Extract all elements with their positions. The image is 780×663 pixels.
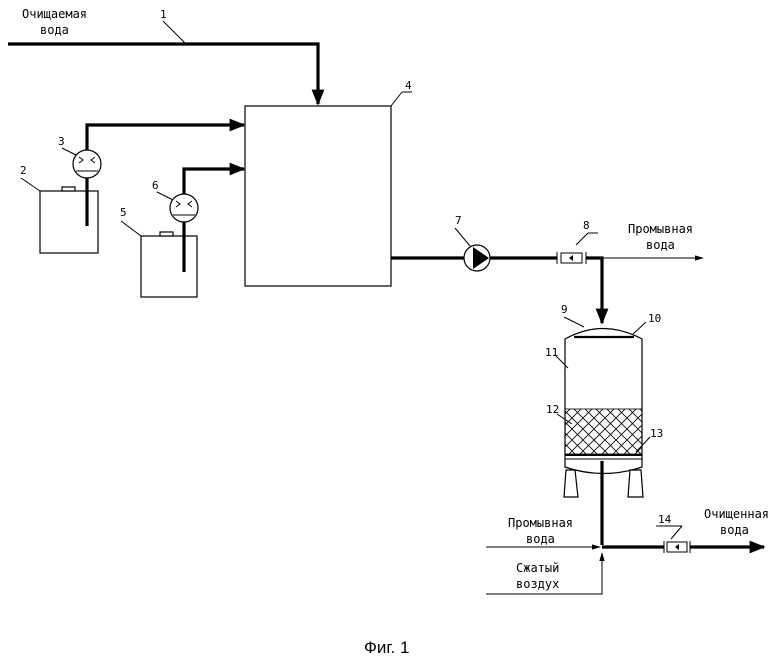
- figure-caption: Фиг. 1: [364, 638, 409, 657]
- valve-14: [664, 541, 690, 553]
- number-11: 11: [545, 346, 558, 359]
- number-1: 1: [160, 8, 167, 21]
- treated-water-label-line2: вода: [720, 523, 749, 537]
- leader-9: [564, 317, 584, 327]
- dosing-line-3: [87, 125, 244, 226]
- reactor-tank: [245, 106, 391, 286]
- dosing-pump-6: [170, 194, 198, 222]
- feed-water-label-line2: вода: [40, 23, 69, 37]
- filter-media-12: [565, 409, 642, 454]
- compressed-air-label-line2: воздух: [516, 577, 559, 591]
- vessel-leg-left: [564, 470, 578, 497]
- feed-water-line: [8, 44, 318, 104]
- wash-water-out-label-line2: вода: [646, 238, 675, 252]
- number-8: 8: [583, 219, 590, 232]
- leader-7: [455, 228, 470, 246]
- number-6: 6: [152, 179, 159, 192]
- number-7: 7: [455, 214, 462, 227]
- leader-1: [163, 21, 186, 44]
- number-9: 9: [561, 303, 568, 316]
- reagent-tank-5: [141, 236, 197, 297]
- compressed-air-label-line1: Сжатый: [516, 561, 559, 575]
- number-12: 12: [546, 403, 559, 416]
- leader-2: [21, 178, 40, 191]
- dosing-pump-3: [73, 150, 101, 178]
- number-4: 4: [405, 79, 412, 92]
- leader-10: [633, 322, 646, 334]
- number-5: 5: [120, 206, 127, 219]
- feed-water-label-line1: Очищаемая: [22, 7, 87, 21]
- number-3: 3: [58, 135, 65, 148]
- leader-14: [671, 526, 682, 539]
- leader-4: [391, 92, 402, 106]
- number-2: 2: [20, 164, 27, 177]
- filter-feed-line: [586, 258, 602, 323]
- vessel-leg-right: [628, 470, 643, 497]
- leader-3: [62, 148, 76, 155]
- number-14: 14: [658, 513, 672, 526]
- centrifugal-pump-7: [464, 245, 490, 271]
- leader-6: [157, 192, 173, 200]
- treated-water-label-line1: Очищенная: [704, 507, 769, 521]
- leader-5: [121, 221, 141, 236]
- reagent-tank-2: [40, 191, 98, 253]
- number-10: 10: [648, 312, 661, 325]
- leader-8: [576, 233, 588, 245]
- number-13: 13: [650, 427, 663, 440]
- valve-8: [557, 252, 586, 264]
- wash-water-out-label-line1: Промывная: [628, 222, 693, 236]
- tank-2-cap: [62, 187, 75, 191]
- tank-5-cap: [160, 232, 173, 236]
- wash-water-in-label-line1: Промывная: [508, 516, 573, 530]
- wash-water-in-label-line2: вода: [526, 532, 555, 546]
